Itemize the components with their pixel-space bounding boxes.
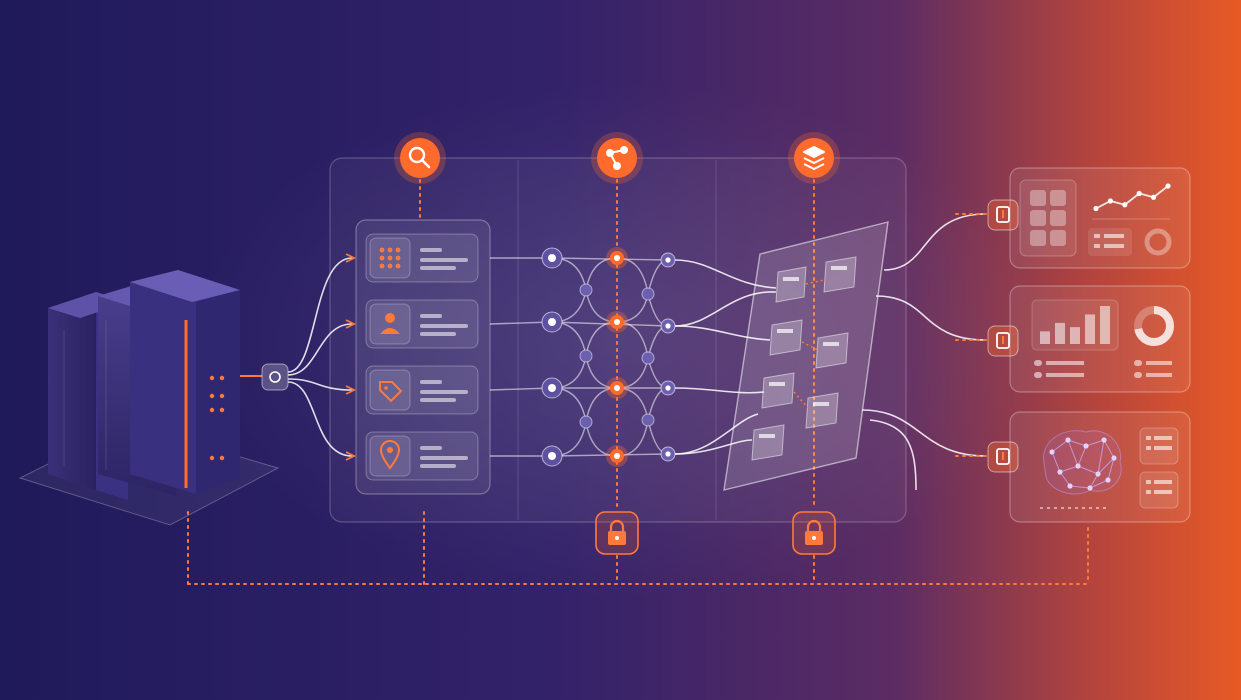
panel-tile [805,392,839,429]
plug-icon [996,206,1010,223]
server-led [209,375,215,381]
input-sources-card [355,219,491,495]
lock-icon [608,519,626,545]
mesh-node-small [641,351,655,365]
output-analytics-card [1009,285,1191,393]
layers-icon [803,146,825,170]
neural-brain-icon [1043,430,1122,495]
analytics-bar [1040,331,1050,344]
grid-tiles-icon [1030,190,1066,246]
stage-layers-node [788,132,840,184]
analytics-bar [1055,322,1065,344]
plug-icon [996,448,1010,465]
output-connector-2 [987,325,1019,357]
mesh-node-active [606,247,628,269]
source-hub-node [261,363,289,391]
line-chart-point [1122,202,1128,208]
analytics-bar [1070,327,1080,344]
mesh-node-active [606,311,628,333]
search-icon [408,146,431,169]
stage-search-node [394,132,446,184]
mesh-node [660,252,676,268]
mesh-node [541,377,563,399]
dashboard-line-chart [1095,185,1169,210]
mesh-node [541,247,563,269]
panel-tile [761,372,795,409]
mesh-node-active [606,445,628,467]
input-row-tag [365,365,479,415]
mesh-to-panel-lines [674,259,777,455]
mesh-node [660,380,676,396]
mesh-node [541,311,563,333]
data-structuring-panel [723,221,889,491]
security-bus [187,511,1089,585]
mesh-node [660,318,676,334]
mesh-node-active [606,377,628,399]
dashboard-ring [1144,228,1172,256]
line-chart-point [1136,190,1142,197]
analytics-bar [1100,306,1110,344]
source-fanout-lines [287,253,357,461]
mesh-node-small [579,415,593,429]
line-chart-point [1093,205,1099,212]
output-ai-card [1009,411,1191,523]
mesh-node-small [579,283,593,297]
panel-to-output-lines [861,213,987,491]
data-source-server [18,270,280,526]
analytics-bar-chart [1040,306,1110,344]
analytics-bar [1085,314,1095,344]
output-dashboard-card [1009,167,1191,269]
security-lock-2 [792,511,836,555]
dashboard-line-points [1093,183,1171,212]
plug-icon [996,332,1010,349]
grid-apps-icon [379,247,401,269]
output-connector-3 [987,441,1019,473]
mesh-node-small [641,413,655,427]
location-pin-icon [379,440,401,470]
lock-icon [805,519,823,545]
line-chart-point [1151,194,1157,200]
panel-tile [775,266,807,303]
panel-tile [769,319,803,356]
tag-icon [379,381,403,403]
line-chart-point [1107,198,1113,204]
stage-network-node [591,132,643,184]
analytics-donut-value [1134,306,1174,346]
panel-tile [815,332,849,369]
mesh-node-small [579,349,593,363]
center-glow [190,80,1050,600]
panel-tile [751,424,785,461]
security-lock-1 [595,511,639,555]
mesh-node [541,445,563,467]
mesh-network-nodes [541,247,676,467]
mesh-node [660,446,676,462]
input-row-user [365,299,479,349]
panel-tile [823,256,857,293]
network-icon [606,146,628,170]
mesh-node-small [641,287,655,301]
input-row-apps [365,233,479,283]
line-chart-point [1165,183,1171,189]
input-row-location [365,431,479,481]
server-cabinet-1 [48,292,96,490]
output-connector-1 [987,199,1019,231]
user-icon [380,313,400,334]
